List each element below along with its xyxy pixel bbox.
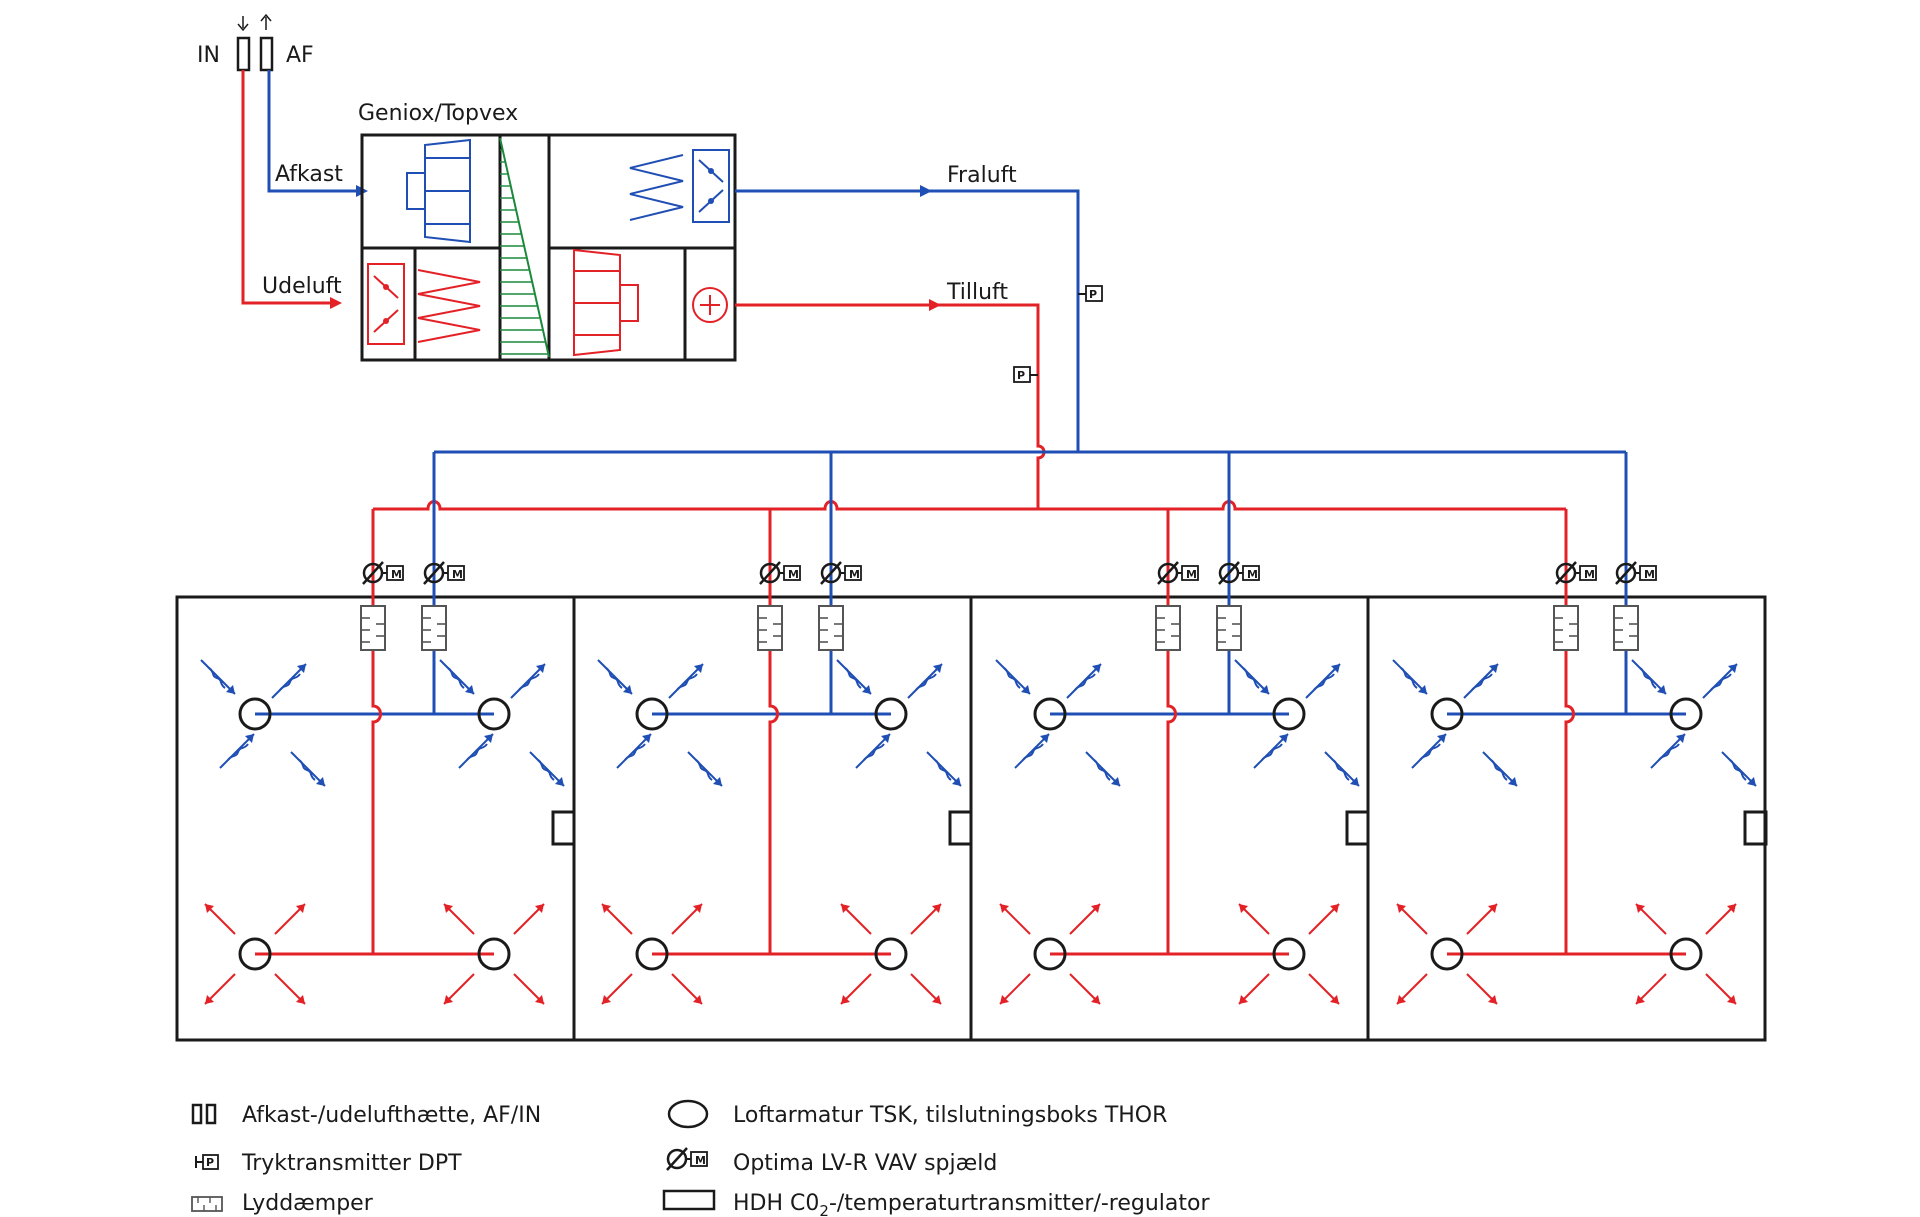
svg-text:M: M — [695, 1154, 706, 1167]
fraluft-label: Fraluft — [947, 163, 1017, 188]
ceiling-diffuser — [635, 697, 669, 731]
ceiling-diffuser — [1272, 697, 1306, 731]
svg-text:M: M — [1247, 568, 1258, 581]
svg-text:P: P — [1089, 288, 1097, 301]
legend-silencer-symbol — [191, 1196, 223, 1212]
fraluft-arrow — [920, 185, 932, 197]
svg-text:M: M — [1584, 568, 1595, 581]
ceiling-diffuser — [1430, 937, 1464, 971]
ceiling-diffuser — [1669, 937, 1703, 971]
ahu-unit — [360, 133, 737, 362]
legend-sensor-symbol — [662, 1189, 716, 1211]
tilluft-label: Tilluft — [946, 280, 1008, 305]
extract-coil — [629, 154, 684, 221]
heat-recovery-rotor — [499, 137, 550, 358]
ceiling-diffuser — [1430, 697, 1464, 731]
room-1-ducts — [200, 452, 565, 1005]
co2-temp-sensor — [1743, 810, 1768, 846]
hood-af-label: AF — [286, 43, 314, 68]
co2-temp-sensor — [1345, 810, 1370, 846]
ceiling-diffuser — [477, 937, 511, 971]
ceiling-diffuser — [874, 697, 908, 731]
legend-sensor-label: HDH C02-/temperaturtransmitter/-regulato… — [733, 1191, 1210, 1217]
udeluft-duct — [241, 70, 342, 309]
legend-vav-label: Optima LV-R VAV spjæld — [733, 1151, 997, 1176]
roof-hood — [236, 13, 274, 72]
legend-hood-label: Afkast-/udelufthætte, AF/IN — [242, 1103, 541, 1128]
ceiling-diffuser — [874, 937, 908, 971]
co2-temp-sensor — [948, 810, 973, 846]
legend-pressure-symbol: P — [195, 1154, 219, 1170]
afkast-label: Afkast — [275, 162, 343, 187]
supply-fan — [573, 248, 639, 357]
co2-temp-sensor — [551, 810, 576, 846]
room-2-ducts — [597, 452, 962, 1005]
svg-text:P: P — [206, 1156, 214, 1169]
pressure-transmitter-extract: P — [1078, 285, 1103, 302]
svg-text:M: M — [849, 568, 860, 581]
preheat-coil — [417, 269, 481, 343]
legend-pressure-label: Tryktransmitter DPT — [241, 1151, 462, 1176]
ceiling-diffuser — [477, 697, 511, 731]
svg-text:M: M — [1186, 568, 1197, 581]
svg-text:P: P — [1017, 369, 1025, 382]
svg-text:M: M — [452, 568, 463, 581]
tilluft-main-duct — [735, 303, 1046, 509]
svg-text:M: M — [391, 568, 402, 581]
room-4-ducts — [1392, 452, 1757, 1005]
heater-coil — [692, 287, 728, 323]
outdoor-damper — [367, 263, 405, 345]
hood-in-label: IN — [197, 43, 220, 68]
ahu-title: Geniox/Topvex — [358, 101, 518, 126]
afkast-duct — [267, 70, 368, 197]
ceiling-diffuser — [238, 697, 272, 731]
legend: Afkast-/udelufthætte, AF/IN P Tryktransm… — [191, 1099, 1210, 1217]
ceiling-diffuser — [1272, 937, 1306, 971]
supply-header — [373, 500, 1566, 511]
legend-vav-symbol: M — [665, 1146, 709, 1172]
ceiling-diffuser — [1669, 697, 1703, 731]
ceiling-diffuser — [238, 937, 272, 971]
legend-diffuser-symbol — [667, 1099, 709, 1129]
legend-silencer-label: Lyddæmper — [242, 1191, 374, 1216]
legend-hood-symbol — [191, 1103, 217, 1125]
legend-diffuser-label: Loftarmatur TSK, tilslutningsboks THOR — [733, 1103, 1167, 1128]
svg-text:M: M — [1644, 568, 1655, 581]
vav-motor-labels: M M M M M M M M — [391, 568, 1655, 581]
ceiling-diffuser — [635, 937, 669, 971]
ceiling-diffuser — [1033, 937, 1067, 971]
extract-damper — [692, 149, 730, 223]
udeluft-label: Udeluft — [262, 274, 342, 299]
tilluft-arrow — [929, 299, 941, 311]
svg-text:M: M — [788, 568, 799, 581]
exhaust-fan — [406, 138, 471, 244]
ceiling-diffuser — [1033, 697, 1067, 731]
fraluft-main-duct — [735, 189, 1080, 452]
room-3-ducts — [995, 452, 1360, 1005]
pressure-transmitter-supply: P — [1013, 366, 1038, 383]
